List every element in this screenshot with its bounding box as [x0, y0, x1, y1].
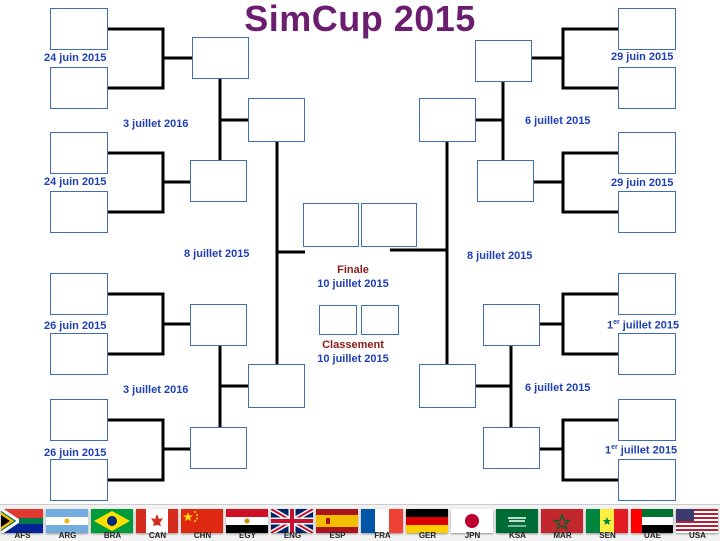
flag-code: USA	[689, 531, 706, 540]
date-label-qf-right-top: 6 juillet 2015	[525, 115, 591, 127]
flag-germany-icon[interactable]	[406, 509, 448, 533]
date-prefix: 1	[605, 444, 612, 457]
team-slot-left-r16-3[interactable]	[50, 132, 108, 174]
team-slot-left-r16-2[interactable]	[50, 67, 108, 109]
team-slot-left-sf-1[interactable]	[248, 98, 305, 142]
date-suffix: juillet 2015	[617, 444, 678, 457]
flag-south-africa-icon[interactable]	[1, 509, 43, 533]
team-slot-left-r16-8[interactable]	[50, 459, 108, 501]
third-place-label: Classement	[322, 339, 384, 351]
third-place-date: 10 juillet 2015	[317, 353, 389, 365]
flag-uae-icon[interactable]	[631, 509, 673, 533]
team-slot-right-sf-1[interactable]	[419, 98, 476, 142]
team-slot-right-qf-1[interactable]	[475, 40, 532, 82]
flag-bar: AFS ARG BRA CAN CHN EGY ENG ESP FRA GER …	[0, 504, 720, 541]
title: SimCup 2015	[244, 0, 476, 39]
flag-code: CHN	[193, 531, 212, 540]
flag-code: ESP	[329, 531, 346, 540]
final-date: 10 juillet 2015	[317, 278, 389, 290]
date-label-r16-left-bottom: 26 juin 2015	[44, 447, 107, 459]
date-label-r16-left-top: 24 juin 2015	[44, 52, 107, 64]
team-slot-right-r16-7[interactable]	[618, 399, 676, 441]
flag-code: EGY	[239, 531, 256, 540]
flag-code: JPN	[464, 531, 481, 540]
date-label-r16-left-lower-mid: 26 juin 2015	[44, 320, 107, 332]
flag-code: ARG	[58, 531, 77, 540]
date-label-r16-left-upper-mid: 24 juin 2015	[44, 176, 107, 188]
team-slot-right-r16-1[interactable]	[618, 8, 676, 50]
flag-uk-icon[interactable]	[271, 509, 313, 533]
flag-code: SEN	[599, 531, 616, 540]
team-slot-left-qf-2[interactable]	[190, 160, 247, 202]
date-label-r16-right-top: 29 juin 2015	[611, 51, 674, 63]
flag-spain-icon[interactable]	[316, 509, 358, 533]
date-superscript: er	[611, 444, 618, 451]
team-slot-left-r16-4[interactable]	[50, 191, 108, 233]
date-label-r16-right-lower-mid: 1er juillet 2015	[607, 319, 679, 332]
date-label-qf-left-top: 3 juillet 2016	[123, 118, 189, 130]
flag-france-icon[interactable]	[361, 509, 403, 533]
flag-china-icon[interactable]	[181, 509, 223, 533]
flag-canada-icon[interactable]	[136, 509, 178, 533]
date-label-sf-right: 8 juillet 2015	[467, 250, 533, 262]
team-slot-right-r16-4[interactable]	[618, 191, 676, 233]
flag-code: ENG	[283, 531, 302, 540]
team-slot-right-r16-2[interactable]	[618, 67, 676, 109]
date-label-qf-left-bottom: 3 juillet 2016	[123, 384, 189, 396]
flag-code: MAR	[553, 531, 572, 540]
team-slot-left-qf-4[interactable]	[190, 427, 247, 469]
team-slot-right-qf-4[interactable]	[483, 427, 540, 469]
team-slot-right-r16-5[interactable]	[618, 273, 676, 315]
flag-japan-icon[interactable]	[451, 509, 493, 533]
team-slot-third-place-2[interactable]	[361, 305, 399, 335]
team-slot-left-qf-3[interactable]	[190, 304, 247, 346]
team-slot-final-1[interactable]	[303, 203, 359, 247]
flag-code: CAN	[148, 531, 167, 540]
date-label-sf-left: 8 juillet 2015	[184, 248, 250, 260]
team-slot-right-r16-3[interactable]	[618, 132, 676, 174]
flag-saudi-arabia-icon[interactable]	[496, 509, 538, 533]
team-slot-right-qf-3[interactable]	[483, 304, 540, 346]
team-slot-left-r16-6[interactable]	[50, 333, 108, 375]
flag-code: AFS	[14, 531, 31, 540]
team-slot-right-r16-6[interactable]	[618, 333, 676, 375]
flag-code: BRA	[103, 531, 122, 540]
date-prefix: 1	[607, 319, 614, 332]
date-label-r16-right-upper-mid: 29 juin 2015	[611, 177, 674, 189]
team-slot-left-sf-2[interactable]	[248, 364, 305, 408]
flag-usa-icon[interactable]	[676, 509, 718, 533]
date-suffix: juillet 2015	[619, 319, 680, 332]
flag-egypt-icon[interactable]	[226, 509, 268, 533]
flag-code: GER	[418, 531, 437, 540]
team-slot-right-qf-2[interactable]	[477, 160, 534, 202]
flag-code: UAE	[644, 531, 661, 540]
flag-brazil-icon[interactable]	[91, 509, 133, 533]
team-slot-final-2[interactable]	[361, 203, 417, 247]
flag-code: FRA	[374, 531, 391, 540]
team-slot-right-sf-2[interactable]	[419, 364, 476, 408]
team-slot-left-r16-1[interactable]	[50, 8, 108, 50]
flag-morocco-icon[interactable]	[541, 509, 583, 533]
team-slot-left-r16-7[interactable]	[50, 399, 108, 441]
flag-code: KSA	[509, 531, 526, 540]
date-label-qf-right-bottom: 6 juillet 2015	[525, 382, 591, 394]
team-slot-right-r16-8[interactable]	[618, 459, 676, 501]
date-label-r16-right-bottom: 1er juillet 2015	[605, 444, 677, 457]
team-slot-left-qf-1[interactable]	[192, 37, 249, 79]
final-label: Finale	[337, 264, 369, 276]
date-superscript: er	[613, 319, 620, 326]
flag-senegal-icon[interactable]	[586, 509, 628, 533]
flag-argentina-icon[interactable]	[46, 509, 88, 533]
team-slot-third-place-1[interactable]	[319, 305, 357, 335]
team-slot-left-r16-5[interactable]	[50, 273, 108, 315]
